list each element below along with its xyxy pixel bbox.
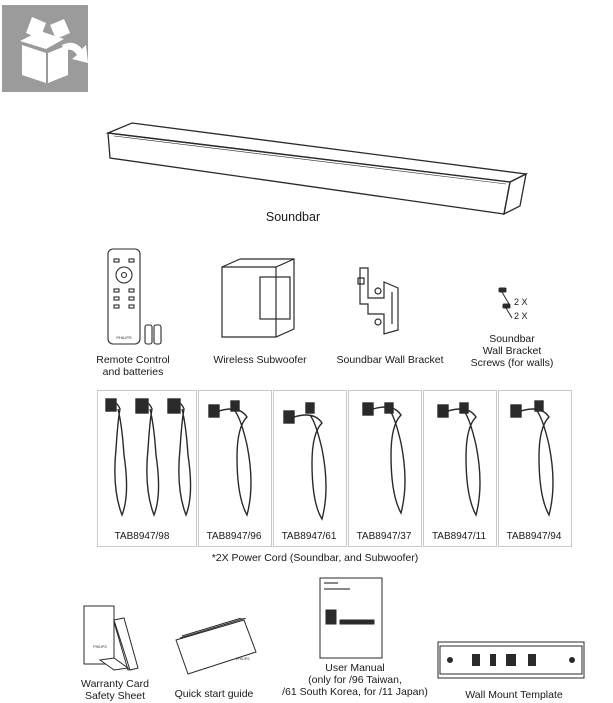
- wall-template-illustration: [436, 640, 586, 680]
- remote-illustration: PHILIPS: [104, 247, 168, 347]
- unbox-icon: [2, 5, 88, 92]
- power-cord-panel-96: [198, 390, 272, 547]
- screw-qty-1: 2 X: [514, 297, 528, 307]
- power-cord-panel-11: [423, 390, 497, 547]
- screws-illustration: [493, 284, 541, 324]
- power-cord-model: TAB8947/94: [506, 531, 562, 542]
- power-cord-model: TAB8947/37: [356, 531, 412, 542]
- warranty-brand: PHILIPS: [93, 645, 107, 649]
- wall-template-label: Wall Mount Template: [465, 689, 563, 701]
- subwoofer-illustration: [218, 255, 298, 341]
- user-manual-label: User Manual(only for /96 Taiwan,/61 Sout…: [282, 662, 428, 698]
- power-cord-panel-94: [498, 390, 572, 547]
- warranty-illustration: PHILIPS: [80, 604, 146, 676]
- power-cord-model: TAB8947/61: [281, 531, 337, 542]
- subwoofer-label: Wireless Subwoofer: [213, 354, 307, 366]
- screw-qty-2: 2 X: [514, 311, 528, 321]
- power-cord-panel-61: [273, 390, 347, 547]
- remote-brand: PHILIPS: [116, 335, 132, 340]
- soundbar-label: Soundbar: [265, 210, 321, 224]
- power-cord-model: TAB8947/96: [206, 531, 262, 542]
- power-cord-model: TAB8947/98: [114, 531, 170, 542]
- soundbar-illustration: [100, 118, 530, 218]
- power-cord-panel-98: [97, 390, 197, 547]
- quick-start-brand: PHILIPS: [236, 657, 250, 661]
- user-manual-illustration: [318, 576, 384, 660]
- quick-start-illustration: PHILIPS: [174, 618, 258, 680]
- power-cord-note: *2X Power Cord (Soundbar, and Subwoofer): [211, 552, 419, 564]
- quick-start-label: Quick start guide: [174, 688, 254, 700]
- power-cord-model: TAB8947/11: [431, 531, 487, 542]
- wall-bracket-illustration: [354, 264, 406, 338]
- power-cord-panel-37: [348, 390, 422, 547]
- wall-bracket-label: Soundbar Wall Bracket: [336, 354, 444, 366]
